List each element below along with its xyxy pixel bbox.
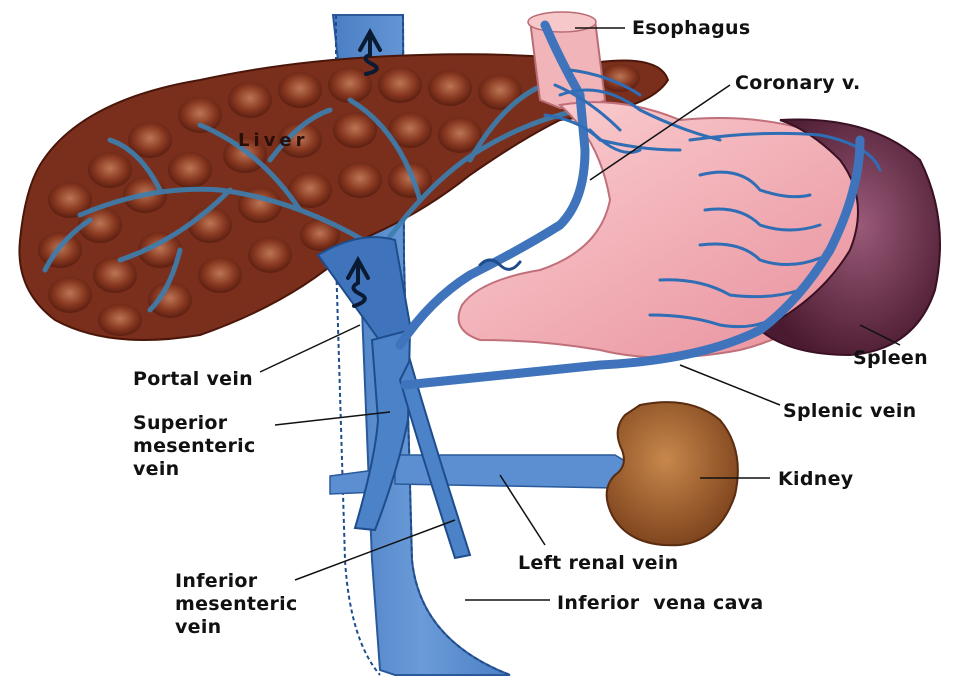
label-spleen: Spleen — [853, 347, 928, 369]
label-coronary-vein: Coronary v. — [735, 72, 861, 94]
label-inferior-mesenteric-2: mesenteric — [175, 593, 298, 615]
label-superior-mesenteric-3: vein — [133, 458, 180, 480]
label-left-renal-vein: Left renal vein — [518, 552, 679, 574]
label-liver: Liver — [238, 130, 308, 151]
label-portal-vein: Portal vein — [133, 368, 253, 390]
label-kidney: Kidney — [778, 468, 853, 490]
kidney — [607, 402, 738, 545]
label-inferior-vena-cava: Inferior vena cava — [557, 592, 764, 614]
label-inferior-mesenteric-1: Inferior — [175, 570, 257, 592]
label-esophagus: Esophagus — [632, 17, 750, 39]
label-superior-mesenteric-1: Superior — [133, 412, 227, 434]
label-inferior-mesenteric-3: vein — [175, 616, 222, 638]
label-superior-mesenteric-2: mesenteric — [133, 435, 256, 457]
label-splenic-vein: Splenic vein — [783, 400, 917, 422]
